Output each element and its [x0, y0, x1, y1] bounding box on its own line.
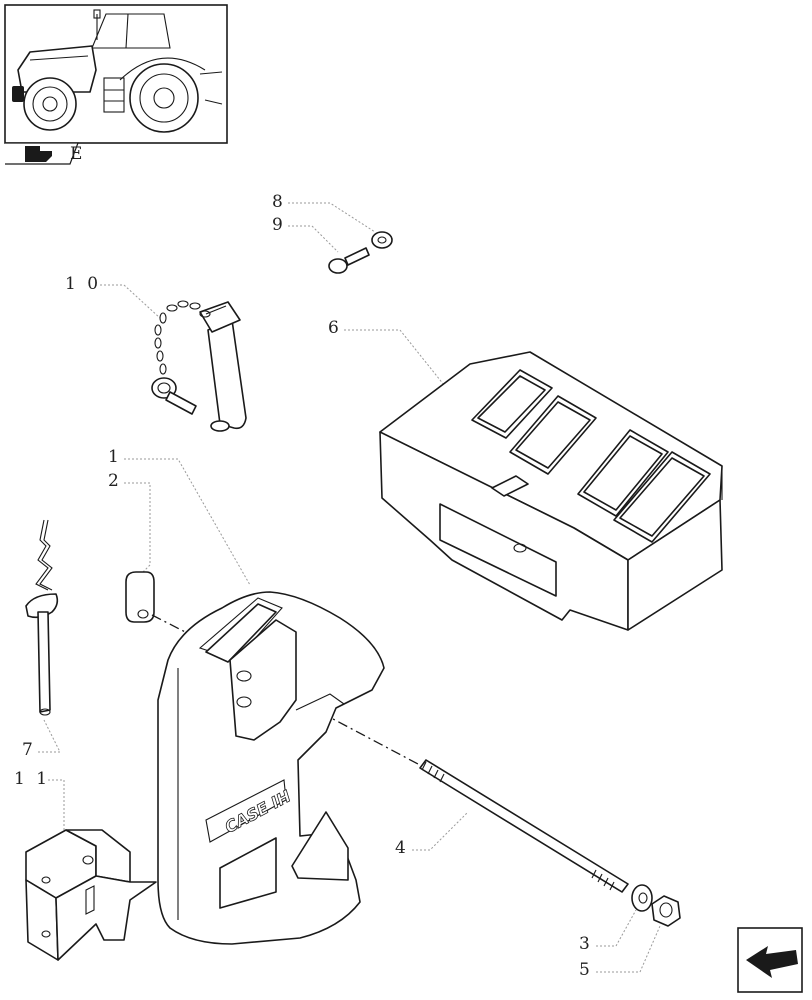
weight-carrier-part-6[interactable] [379, 351, 723, 631]
callout-11: 1 1 [14, 769, 50, 789]
section-tab[interactable]: E [5, 142, 85, 165]
back-arrow-icon[interactable] [737, 927, 803, 993]
leader-8 [288, 202, 376, 233]
tractor-thumbnail[interactable] [4, 4, 228, 144]
assembly-axis-2 [249, 674, 419, 765]
bolt-part-9[interactable] [328, 247, 370, 274]
section-code: E [70, 144, 85, 164]
bracket-part-11[interactable] [25, 829, 157, 961]
lynch-pin-part-7[interactable] [25, 519, 59, 716]
callout-6: 6 [328, 318, 342, 338]
leader-1 [124, 458, 251, 586]
leader-7 [38, 719, 61, 753]
rod-part-4[interactable] [419, 759, 629, 893]
callout-4: 4 [395, 838, 409, 858]
callout-2: 2 [108, 471, 122, 491]
leader-6 [344, 329, 449, 391]
leader-5 [596, 925, 661, 973]
washer-part-3[interactable] [631, 884, 653, 912]
weight-part-1[interactable]: CASE IH [157, 591, 385, 945]
leader-11 [48, 779, 65, 832]
bushing-part-2[interactable] [125, 571, 155, 623]
washer-part-8[interactable] [371, 231, 393, 249]
leader-10 [100, 284, 161, 319]
callout-10: 1 0 [65, 274, 101, 294]
leader-4 [412, 811, 469, 851]
leader-9 [288, 225, 339, 253]
leader-3 [596, 909, 637, 947]
callout-3: 3 [579, 934, 593, 954]
pin-chain-part-10[interactable] [151, 300, 247, 432]
callout-8: 8 [272, 192, 286, 212]
book-arrow-icon [25, 146, 52, 162]
callout-5: 5 [579, 960, 593, 980]
callout-9: 9 [272, 215, 286, 235]
nut-part-5[interactable] [651, 895, 681, 927]
leader-2 [124, 482, 151, 576]
callout-1: 1 [108, 447, 122, 467]
callout-7: 7 [22, 740, 36, 760]
